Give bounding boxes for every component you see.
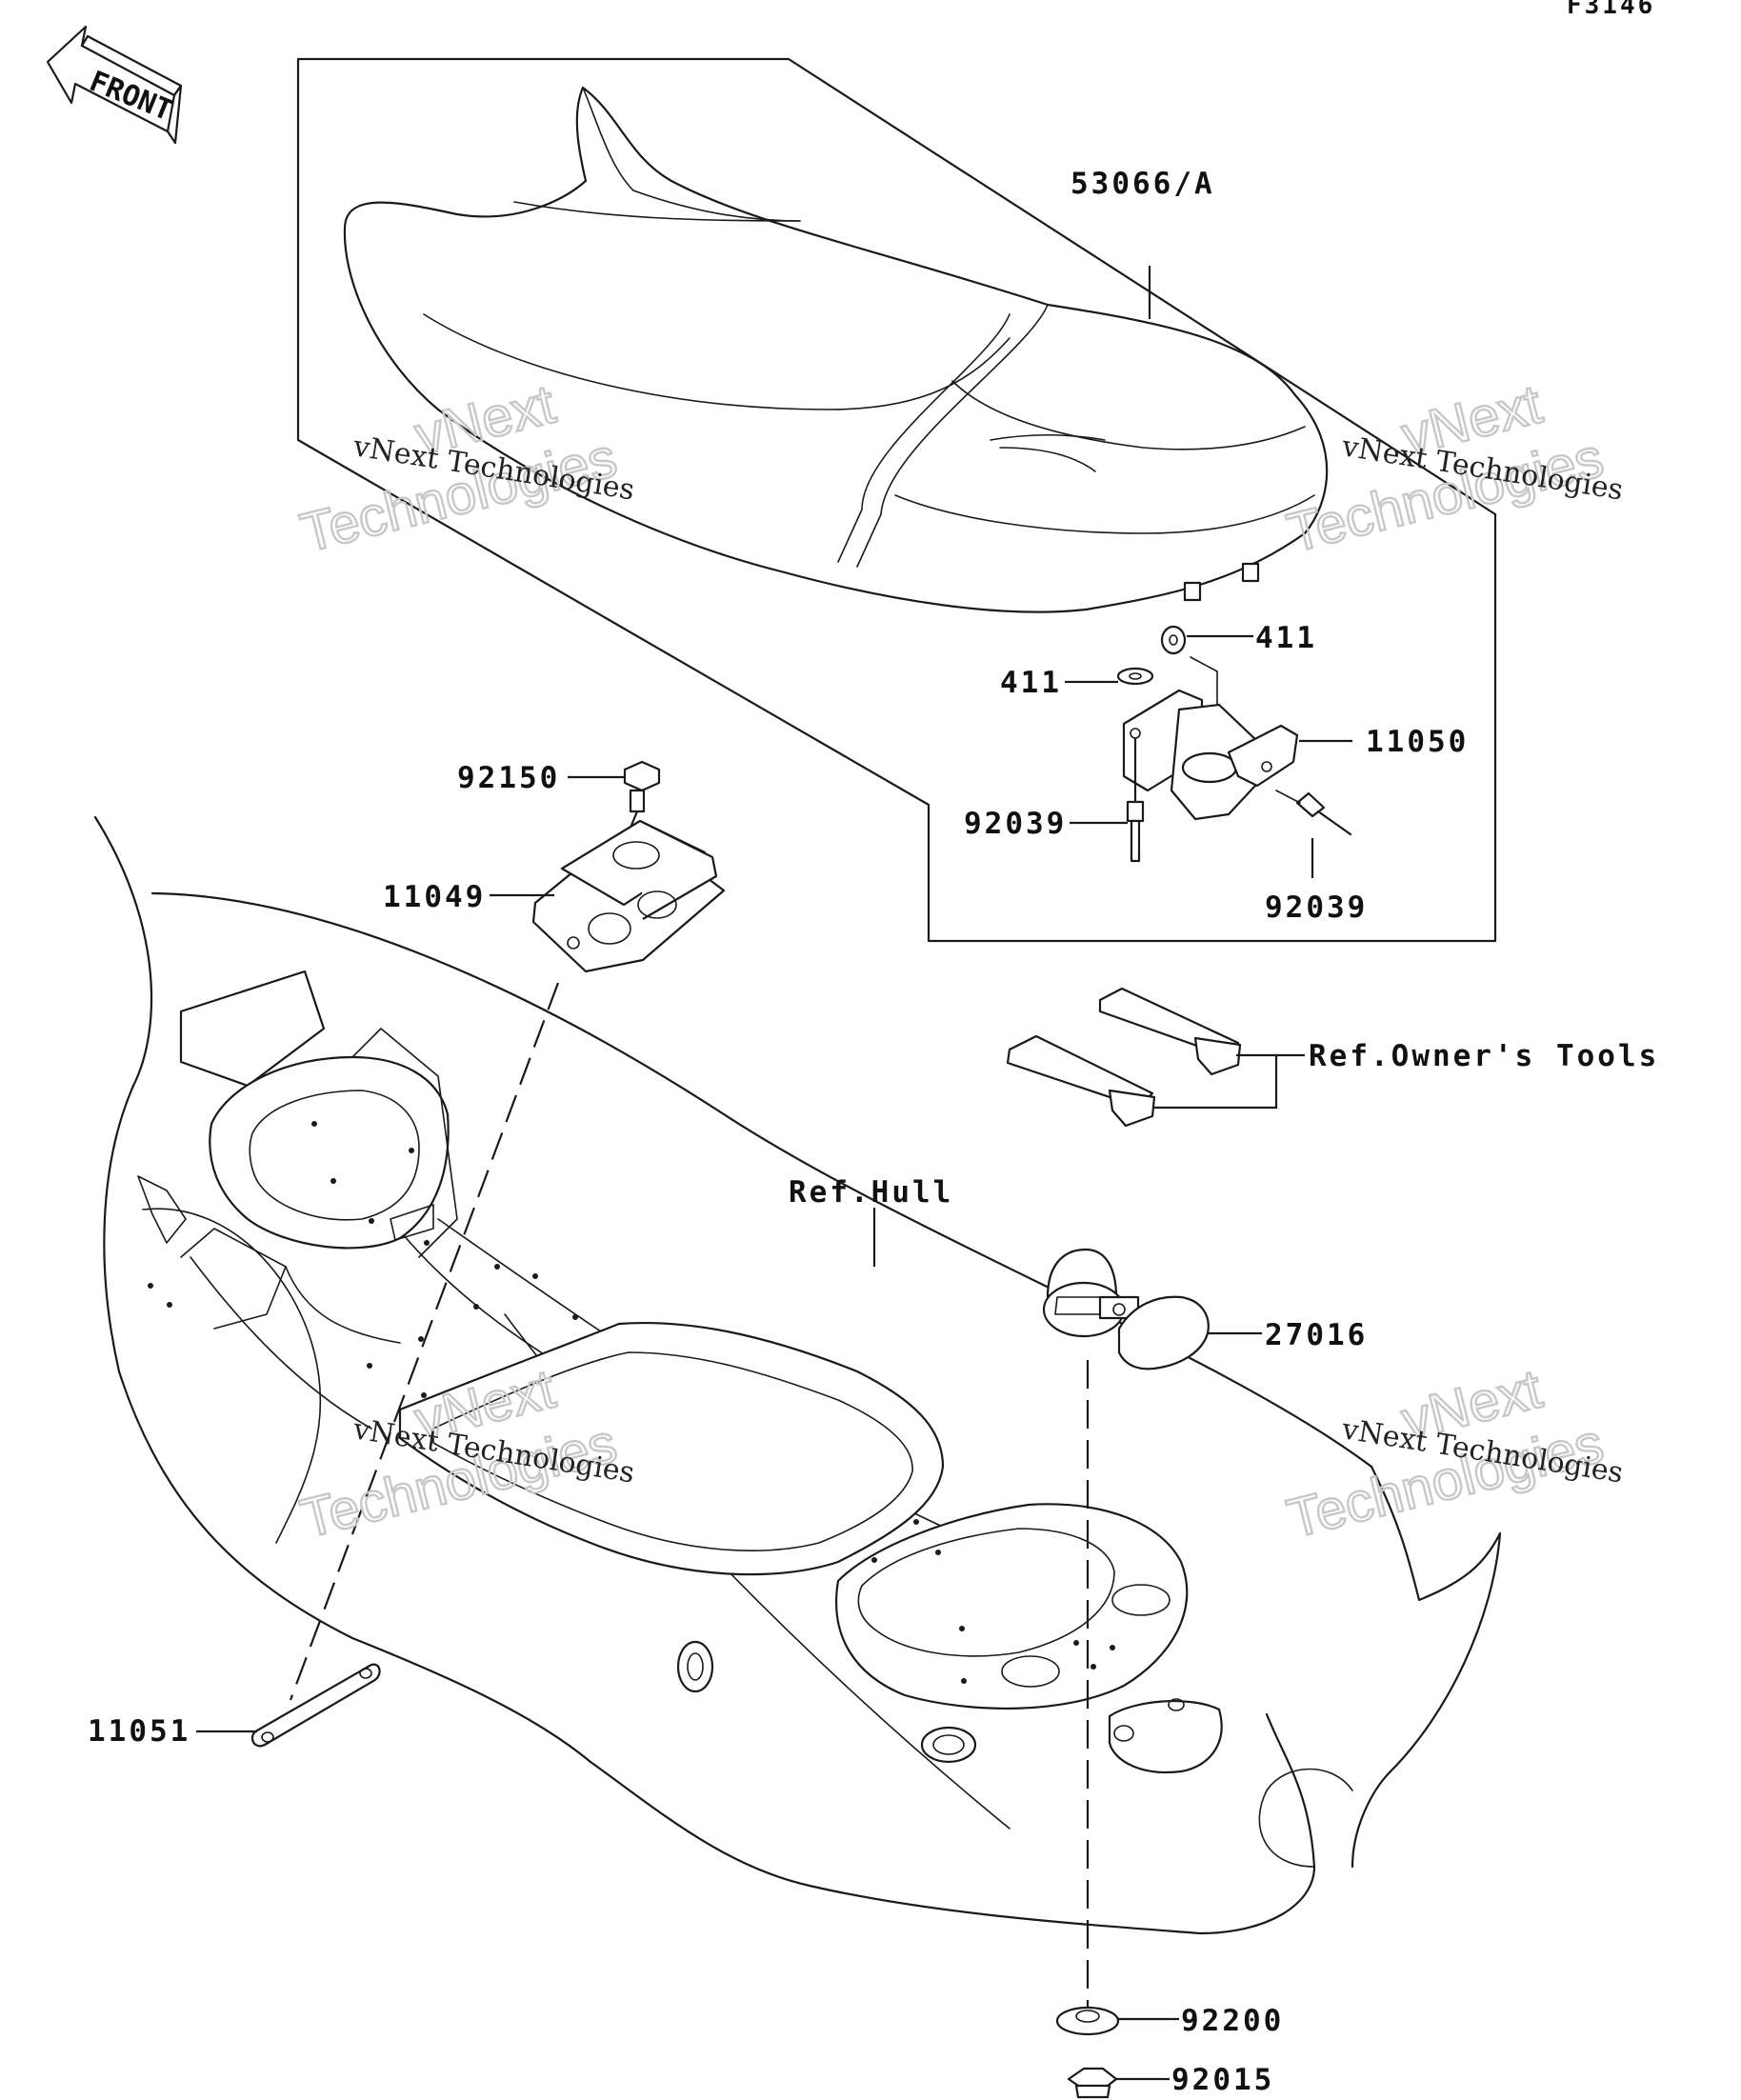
align-line-left xyxy=(289,982,560,1701)
label-92039-left: 92039 xyxy=(964,807,1067,841)
label-53066-a: 53066/A xyxy=(1071,167,1215,201)
label-411-right: 411 xyxy=(1255,621,1317,655)
label-27016: 27016 xyxy=(1265,1318,1368,1352)
label-11050: 11050 xyxy=(1366,725,1469,759)
plate xyxy=(196,1663,381,1748)
latch-bracket xyxy=(1122,656,1299,821)
label-92200: 92200 xyxy=(1181,2004,1284,2038)
label-ref-hull: Ref.Hull xyxy=(789,1175,953,1210)
seat xyxy=(343,86,1329,613)
nut-bottom xyxy=(1067,2067,1170,2099)
seat-group-box xyxy=(296,57,1497,943)
tool-straps xyxy=(1006,987,1305,1128)
hull xyxy=(93,815,1502,1935)
label-92150: 92150 xyxy=(457,761,560,795)
label-11051: 11051 xyxy=(88,1714,190,1749)
washer-bottom xyxy=(1055,2006,1179,2036)
washer-left xyxy=(1116,667,1154,686)
storage-bracket xyxy=(531,819,726,973)
washer-right xyxy=(1160,625,1187,655)
pin-left xyxy=(1126,738,1145,863)
front-arrow-icon: FRONT xyxy=(46,25,183,145)
watermark: Technologies vNext vNext Technologies xyxy=(1280,1356,1625,1550)
label-11049: 11049 xyxy=(383,880,486,914)
pin-right xyxy=(1275,790,1352,836)
label-owners-tools: Ref.Owner's Tools xyxy=(1309,1039,1659,1073)
label-92039-right: 92039 xyxy=(1265,890,1368,925)
watermark: Technologies vNext vNext Technologies xyxy=(1280,371,1625,565)
label-411-left: 411 xyxy=(1000,666,1062,700)
drawing-code: F3146 xyxy=(1567,0,1655,20)
label-92015: 92015 xyxy=(1171,2063,1274,2097)
bumper xyxy=(1042,1248,1262,1370)
